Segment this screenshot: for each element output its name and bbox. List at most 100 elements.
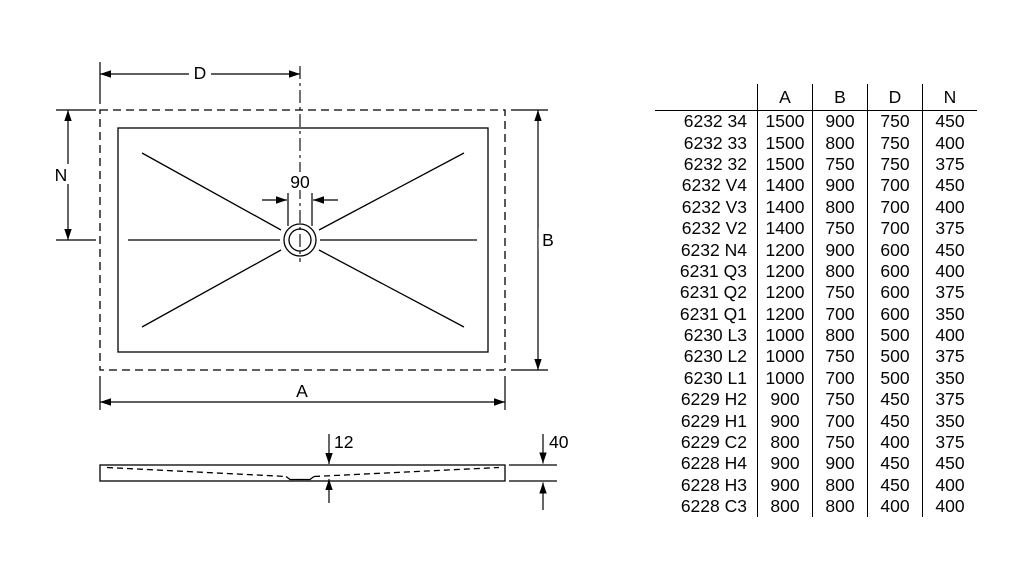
model-number: 6231 Q1 xyxy=(679,303,747,324)
dimension-value: 750 xyxy=(812,217,868,240)
dimension-value: 750 xyxy=(867,153,923,176)
dimension-value: 900 xyxy=(812,453,868,475)
dim-label-n: N xyxy=(55,165,68,185)
top-view xyxy=(99,66,506,371)
dimension-value: 350 xyxy=(922,367,977,390)
model-number: 6232 32 xyxy=(683,153,747,174)
dimension-value: 1000 xyxy=(757,346,813,368)
dimension-value: 700 xyxy=(867,175,923,197)
dimension-value: 450 xyxy=(867,453,923,475)
model-number: 6229 C2 xyxy=(680,432,747,453)
dimension-value: 400 xyxy=(922,496,977,518)
dimension-value: 700 xyxy=(812,303,868,325)
dimension-value: 750 xyxy=(867,110,923,133)
dim-label-d: D xyxy=(194,63,207,83)
spec-table-header-row: A B D N xyxy=(655,84,977,111)
dimension-value: 600 xyxy=(867,260,923,283)
dimension-value: 1000 xyxy=(757,324,813,347)
dimension-value: 750 xyxy=(812,153,868,176)
dim-label-12: 12 xyxy=(334,432,353,452)
dimension-value: 900 xyxy=(812,110,868,133)
dimension-value: 450 xyxy=(867,389,923,411)
dimension-value: 1000 xyxy=(757,367,813,390)
dimension-value: 400 xyxy=(922,196,977,218)
dimension-value: 450 xyxy=(922,110,977,133)
dimension-value: 350 xyxy=(922,303,977,325)
model-number: 6232 34 xyxy=(683,111,747,132)
dimension-value: 700 xyxy=(867,217,923,240)
dim-label-90: 90 xyxy=(290,172,310,192)
dimension-value: 400 xyxy=(922,324,977,347)
side-view-dimensions xyxy=(325,434,557,510)
dimension-value: 450 xyxy=(922,239,977,261)
dimension-value: 750 xyxy=(812,389,868,411)
dimension-value: 400 xyxy=(922,474,977,497)
dimension-value: 1200 xyxy=(757,282,813,304)
model-number: 6229 H1 xyxy=(680,410,747,431)
dimension-value: 800 xyxy=(757,496,813,518)
tray-outline xyxy=(117,127,489,353)
dimension-value: 700 xyxy=(812,367,868,390)
model-number: 6228 C3 xyxy=(680,496,747,517)
model-number: 6228 H3 xyxy=(680,474,747,495)
header-b: B xyxy=(812,84,868,111)
model-number: 6230 L2 xyxy=(683,346,747,367)
dim-label-b: B xyxy=(542,230,554,250)
dimension-value: 375 xyxy=(922,282,977,304)
dimension-value: 750 xyxy=(867,132,923,154)
dimension-value: 800 xyxy=(812,324,868,347)
side-drain-recess xyxy=(285,475,315,481)
model-number: 6231 Q3 xyxy=(679,260,747,281)
dimension-value: 800 xyxy=(812,474,868,497)
side-slope-right xyxy=(313,466,500,478)
dimension-value: 350 xyxy=(922,410,977,432)
dimension-value: 450 xyxy=(867,410,923,432)
dimension-value: 800 xyxy=(812,260,868,283)
side-profile xyxy=(99,464,506,482)
dimension-value: 375 xyxy=(922,217,977,240)
dimension-value: 1500 xyxy=(757,110,813,133)
dim-label-40: 40 xyxy=(549,432,569,452)
top-view-dimensions xyxy=(56,62,548,410)
dimension-value: 500 xyxy=(867,324,923,347)
dimension-value: 800 xyxy=(812,496,868,518)
dimension-value: 375 xyxy=(922,153,977,176)
dimension-value: 500 xyxy=(867,367,923,390)
model-number: 6228 H4 xyxy=(680,453,747,474)
model-number: 6230 L1 xyxy=(683,367,747,388)
ext-lines-n xyxy=(56,109,96,241)
dimension-value: 900 xyxy=(757,410,813,432)
dimension-value: 600 xyxy=(867,239,923,261)
model-number: 6232 33 xyxy=(683,132,747,153)
ext-lines-40 xyxy=(509,464,557,482)
dimension-value: 1400 xyxy=(757,217,813,240)
dimension-value: 450 xyxy=(867,474,923,497)
dimension-value: 1500 xyxy=(757,132,813,154)
model-number: 6229 H2 xyxy=(680,389,747,410)
header-d: D xyxy=(867,84,923,111)
dimension-value: 900 xyxy=(757,389,813,411)
header-model xyxy=(655,84,758,111)
dimension-value: 500 xyxy=(867,346,923,368)
dimension-value: 900 xyxy=(812,175,868,197)
model-number: 6232 V4 xyxy=(681,175,747,196)
dimension-value: 1400 xyxy=(757,175,813,197)
dimension-value: 450 xyxy=(922,453,977,475)
